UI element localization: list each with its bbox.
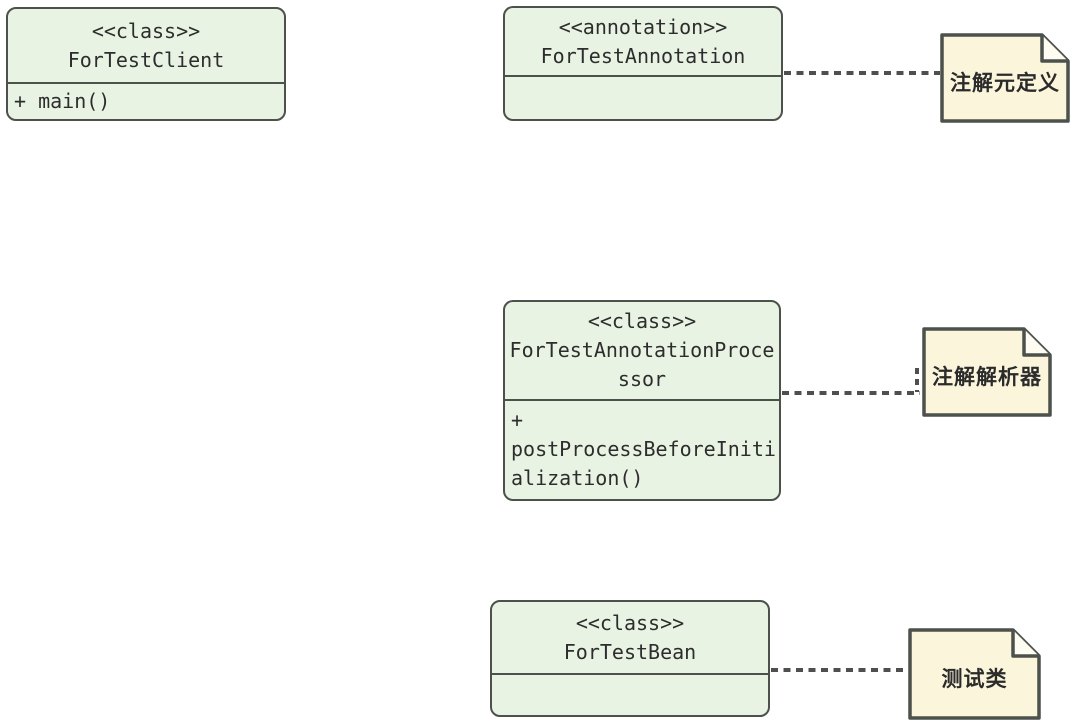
dashed-connector-processor-to-note-stub xyxy=(915,368,919,392)
note-test-class: 测试类 xyxy=(908,628,1041,720)
class-box-fortestannotation: <<annotation>> ForTestAnnotation xyxy=(503,6,783,121)
class-name: ForTestClient xyxy=(67,47,225,72)
note-shape xyxy=(922,327,1052,417)
class-members-empty xyxy=(505,77,781,119)
class-members: + main() xyxy=(14,89,111,113)
class-name: ForTestBean xyxy=(563,639,697,664)
class-box-fortestannotationprocessor: <<class>> ForTestAnnotationProcessor + p… xyxy=(503,300,781,501)
note-shape xyxy=(908,628,1041,720)
class-name: ForTestAnnotationProcessor xyxy=(509,338,775,391)
dashed-connector-processor-to-note xyxy=(782,391,920,395)
dashed-connector-bean-to-note xyxy=(771,668,908,672)
class-name: ForTestAnnotation xyxy=(540,43,746,68)
note-shape xyxy=(940,33,1070,123)
class-title: <<class>> ForTestAnnotationProcessor xyxy=(505,302,779,401)
class-stereotype: <<annotation>> xyxy=(558,14,728,39)
note-annotation-meta-definition: 注解元定义 xyxy=(940,33,1070,123)
note-text: 注解元定义 xyxy=(950,71,1060,95)
class-title: <<annotation>> ForTestAnnotation xyxy=(505,8,781,77)
class-stereotype: <<class>> xyxy=(575,610,685,635)
note-text: 注解解析器 xyxy=(932,365,1042,389)
note-text: 测试类 xyxy=(941,667,1008,691)
class-stereotype: <<class>> xyxy=(91,18,201,43)
class-stereotype: <<class>> xyxy=(587,309,697,333)
class-box-fortestclient: <<class>> ForTestClient + main() xyxy=(6,7,286,121)
class-title: <<class>> ForTestClient xyxy=(8,9,284,84)
class-members-empty xyxy=(492,675,768,715)
class-box-fortestbean: <<class>> ForTestBean xyxy=(490,600,770,717)
class-members: + postProcessBeforeInitialization() xyxy=(511,408,776,490)
dashed-connector-annotation-to-note xyxy=(784,71,940,75)
class-title: <<class>> ForTestBean xyxy=(492,602,768,675)
note-annotation-parser: 注解解析器 xyxy=(922,327,1052,417)
